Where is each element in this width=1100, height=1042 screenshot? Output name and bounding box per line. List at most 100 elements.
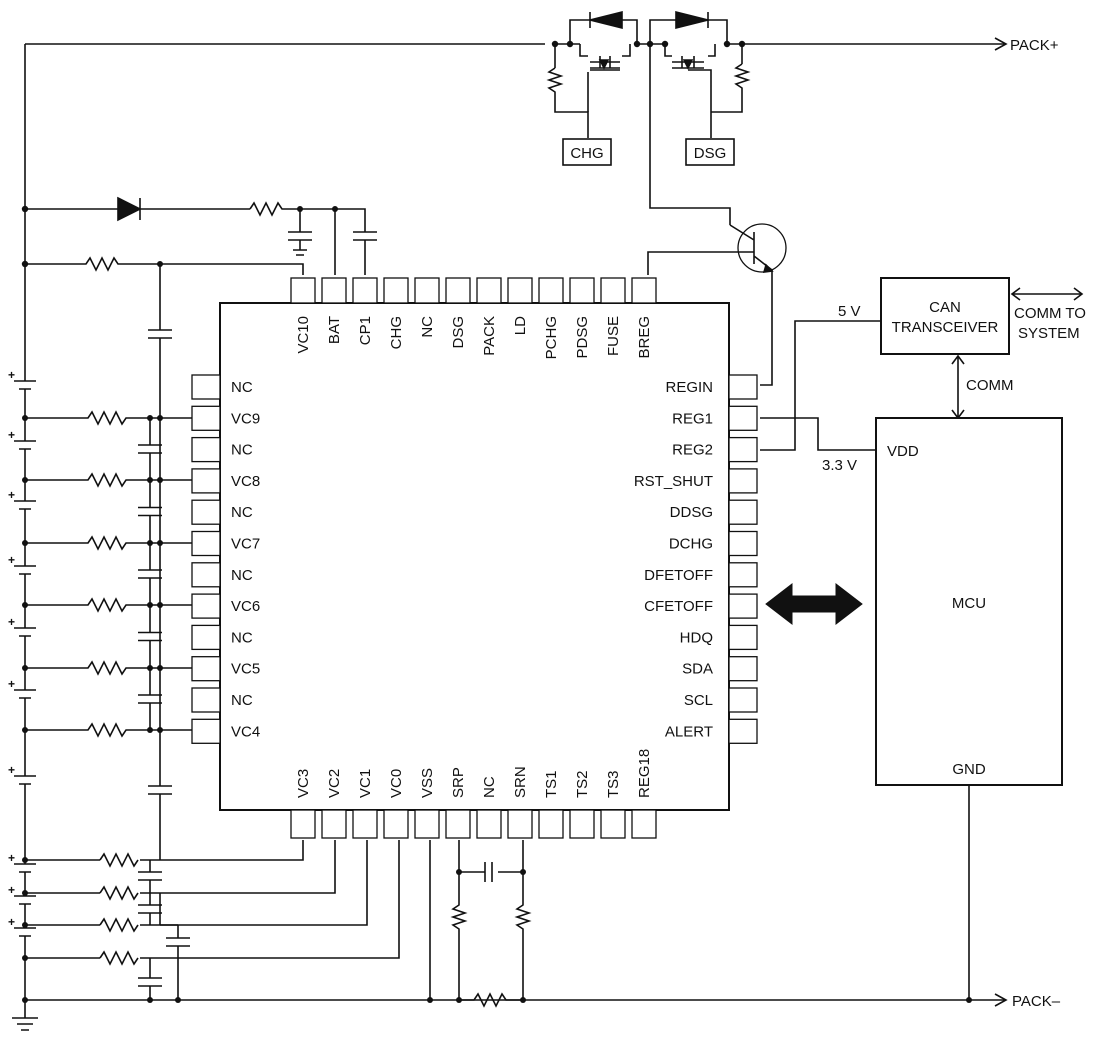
filter-cap-4 (138, 668, 162, 730)
left-pin-6-nc (191, 562, 221, 588)
top-pin-8-pchg (538, 277, 564, 304)
bottom-pin-8-ts1 (538, 809, 564, 839)
left-pin-9-vc5 (191, 656, 221, 682)
bottom-pin-label-0: VC3 (295, 769, 312, 798)
left-pin-label-9: VC5 (231, 661, 260, 678)
top-pin-4-nc (414, 277, 440, 304)
bottom-resistor-0 (99, 852, 139, 868)
tap-junction-2 (22, 540, 28, 546)
top-pin-label-7: LD (512, 316, 529, 335)
comm-to-system-arrow (1010, 287, 1084, 301)
left-pin-8-nc (191, 624, 221, 651)
top-pin-9-pdsg (569, 277, 595, 304)
tap-junction-5 (22, 727, 28, 733)
comm-to-label-line1: COMM TO (1014, 305, 1086, 322)
tap-wire-vc7 (25, 535, 192, 551)
can-label-line1: CAN (929, 299, 961, 316)
right-pin-label-5: DCHG (669, 536, 713, 553)
comm-to-label-line2: SYSTEM (1018, 325, 1080, 342)
right-pin-4-ddsg (728, 499, 758, 525)
battery-cell-5 (14, 689, 36, 699)
can-label-line2: TRANSCEIVER (892, 319, 999, 336)
top-pin-6-pack (476, 277, 502, 304)
left-pin-label-0: NC (231, 379, 253, 396)
bottom-pin-7-srn (507, 809, 533, 839)
three-volt-wire (760, 417, 876, 451)
battery-cell-1 (14, 440, 36, 450)
right-pin-label-4: DDSG (670, 504, 713, 521)
cell-stack: ++++++++++ (8, 330, 192, 1000)
bottom-resistor-3 (99, 950, 139, 966)
battery-cell-6 (14, 775, 36, 785)
comm-arrow (951, 354, 965, 420)
left-pin-label-11: VC4 (231, 723, 260, 740)
left-pin-5-vc7 (191, 530, 221, 557)
left-pin-2-nc (191, 436, 221, 463)
right-pin-label-11: ALERT (665, 723, 713, 740)
left-pin-label-4: NC (231, 504, 253, 521)
top-pin-label-0: VC10 (295, 316, 312, 354)
battery-cell-8 (14, 895, 36, 905)
mcu-box (875, 417, 1063, 786)
ground-icon (12, 1000, 38, 1031)
right-pin-6-dfetoff (728, 562, 758, 588)
left-pin-label-8: NC (231, 629, 253, 646)
tap-junction-0 (22, 415, 28, 421)
top-pin-label-8: PCHG (543, 316, 560, 359)
bottom-pin-label-5: SRP (450, 767, 467, 798)
bottom-pin-label-3: VC0 (388, 769, 405, 798)
top-pin-label-1: BAT (326, 316, 343, 344)
top-pin-1-bat (321, 277, 347, 304)
bat-supply-path (25, 196, 377, 418)
chg-signal-box (562, 138, 612, 166)
right-pin-label-0: REGIN (665, 379, 713, 396)
chg-signal-label: CHG (570, 145, 603, 162)
bottom-pin-5-srp (445, 809, 471, 839)
top-pin-label-2: CP1 (357, 316, 374, 345)
right-pin-7-cfetoff (728, 593, 758, 619)
bottom-pin-label-9: TS2 (574, 770, 591, 798)
bottom-resistor-1 (99, 885, 139, 901)
dsg-signal-label: DSG (694, 145, 727, 162)
right-pin-label-6: DFETOFF (644, 567, 713, 584)
dsg-signal-box (685, 138, 735, 166)
regulator-transistor (647, 44, 787, 386)
bottom-pin-0-vc3 (290, 809, 316, 839)
bus-double-arrow (765, 582, 863, 626)
battery-cell-7 (14, 863, 36, 873)
right-pin-row: REGINREG1REG2RST_SHUTDDSGDCHGDFETOFFCFET… (634, 374, 758, 744)
right-pin-5-dchg (728, 530, 758, 557)
vss-filter-cap (159, 893, 190, 1000)
top-pin-label-11: BREG (636, 316, 653, 359)
bottom-pin-9-ts2 (569, 809, 595, 839)
three-volt-label: 3.3 V (822, 457, 857, 474)
top-pin-0-vc10 (290, 277, 316, 304)
cell-plus-mark-4: + (8, 615, 15, 629)
right-pin-3-rst-shut (728, 468, 758, 494)
vdd-label: VDD (887, 443, 919, 460)
left-pin-label-2: NC (231, 442, 253, 459)
pack-plus-label: PACK+ (1010, 37, 1059, 54)
right-pin-label-9: SDA (682, 661, 713, 678)
cell-plus-mark-3: + (8, 553, 15, 567)
left-pin-label-1: VC9 (231, 410, 260, 427)
tap-wire-vc5 (25, 660, 192, 676)
bottom-pin-6-nc (476, 809, 502, 839)
top-pin-2-cp1 (352, 277, 378, 304)
right-pin-label-8: HDQ (680, 629, 713, 646)
tap-wire-vc8 (25, 472, 192, 488)
pack-minus-label: PACK– (1012, 993, 1061, 1010)
filter-cap-0 (138, 418, 162, 480)
left-pin-1-vc9 (191, 405, 221, 431)
discharge-fet-group (649, 10, 751, 138)
cell-plus-mark-0: + (8, 368, 15, 382)
bottom-pin-label-7: SRN (512, 766, 529, 798)
five-volt-wire (760, 320, 881, 451)
right-pin-10-scl (728, 687, 758, 713)
battery-cell-3 (14, 565, 36, 575)
cell-plus-mark-7: + (8, 851, 15, 865)
gnd-label: GND (952, 761, 986, 778)
left-pin-4-nc (191, 499, 221, 525)
left-pin-label-10: NC (231, 692, 253, 709)
